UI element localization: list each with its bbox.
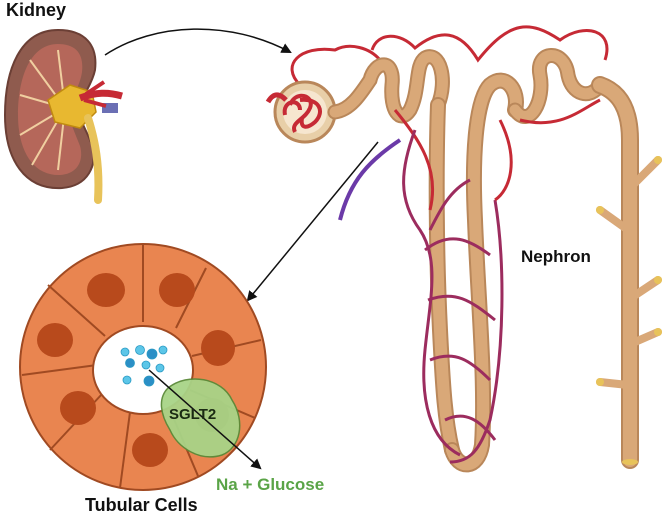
sglt2-label: SGLT2 (169, 406, 217, 423)
tubular-cells-icon (19, 243, 267, 491)
nephron-label: Nephron (521, 247, 591, 266)
arrow-icon (246, 141, 379, 302)
arrow-icon (104, 28, 292, 56)
na-glucose-label: Na + Glucose (216, 475, 325, 494)
kidney-icon (3, 28, 123, 204)
arrow-icon (148, 369, 262, 470)
tubular-cells-label: Tubular Cells (85, 495, 198, 515)
nephron-icon (265, 25, 662, 473)
kidney-label: Kidney (6, 0, 67, 20)
